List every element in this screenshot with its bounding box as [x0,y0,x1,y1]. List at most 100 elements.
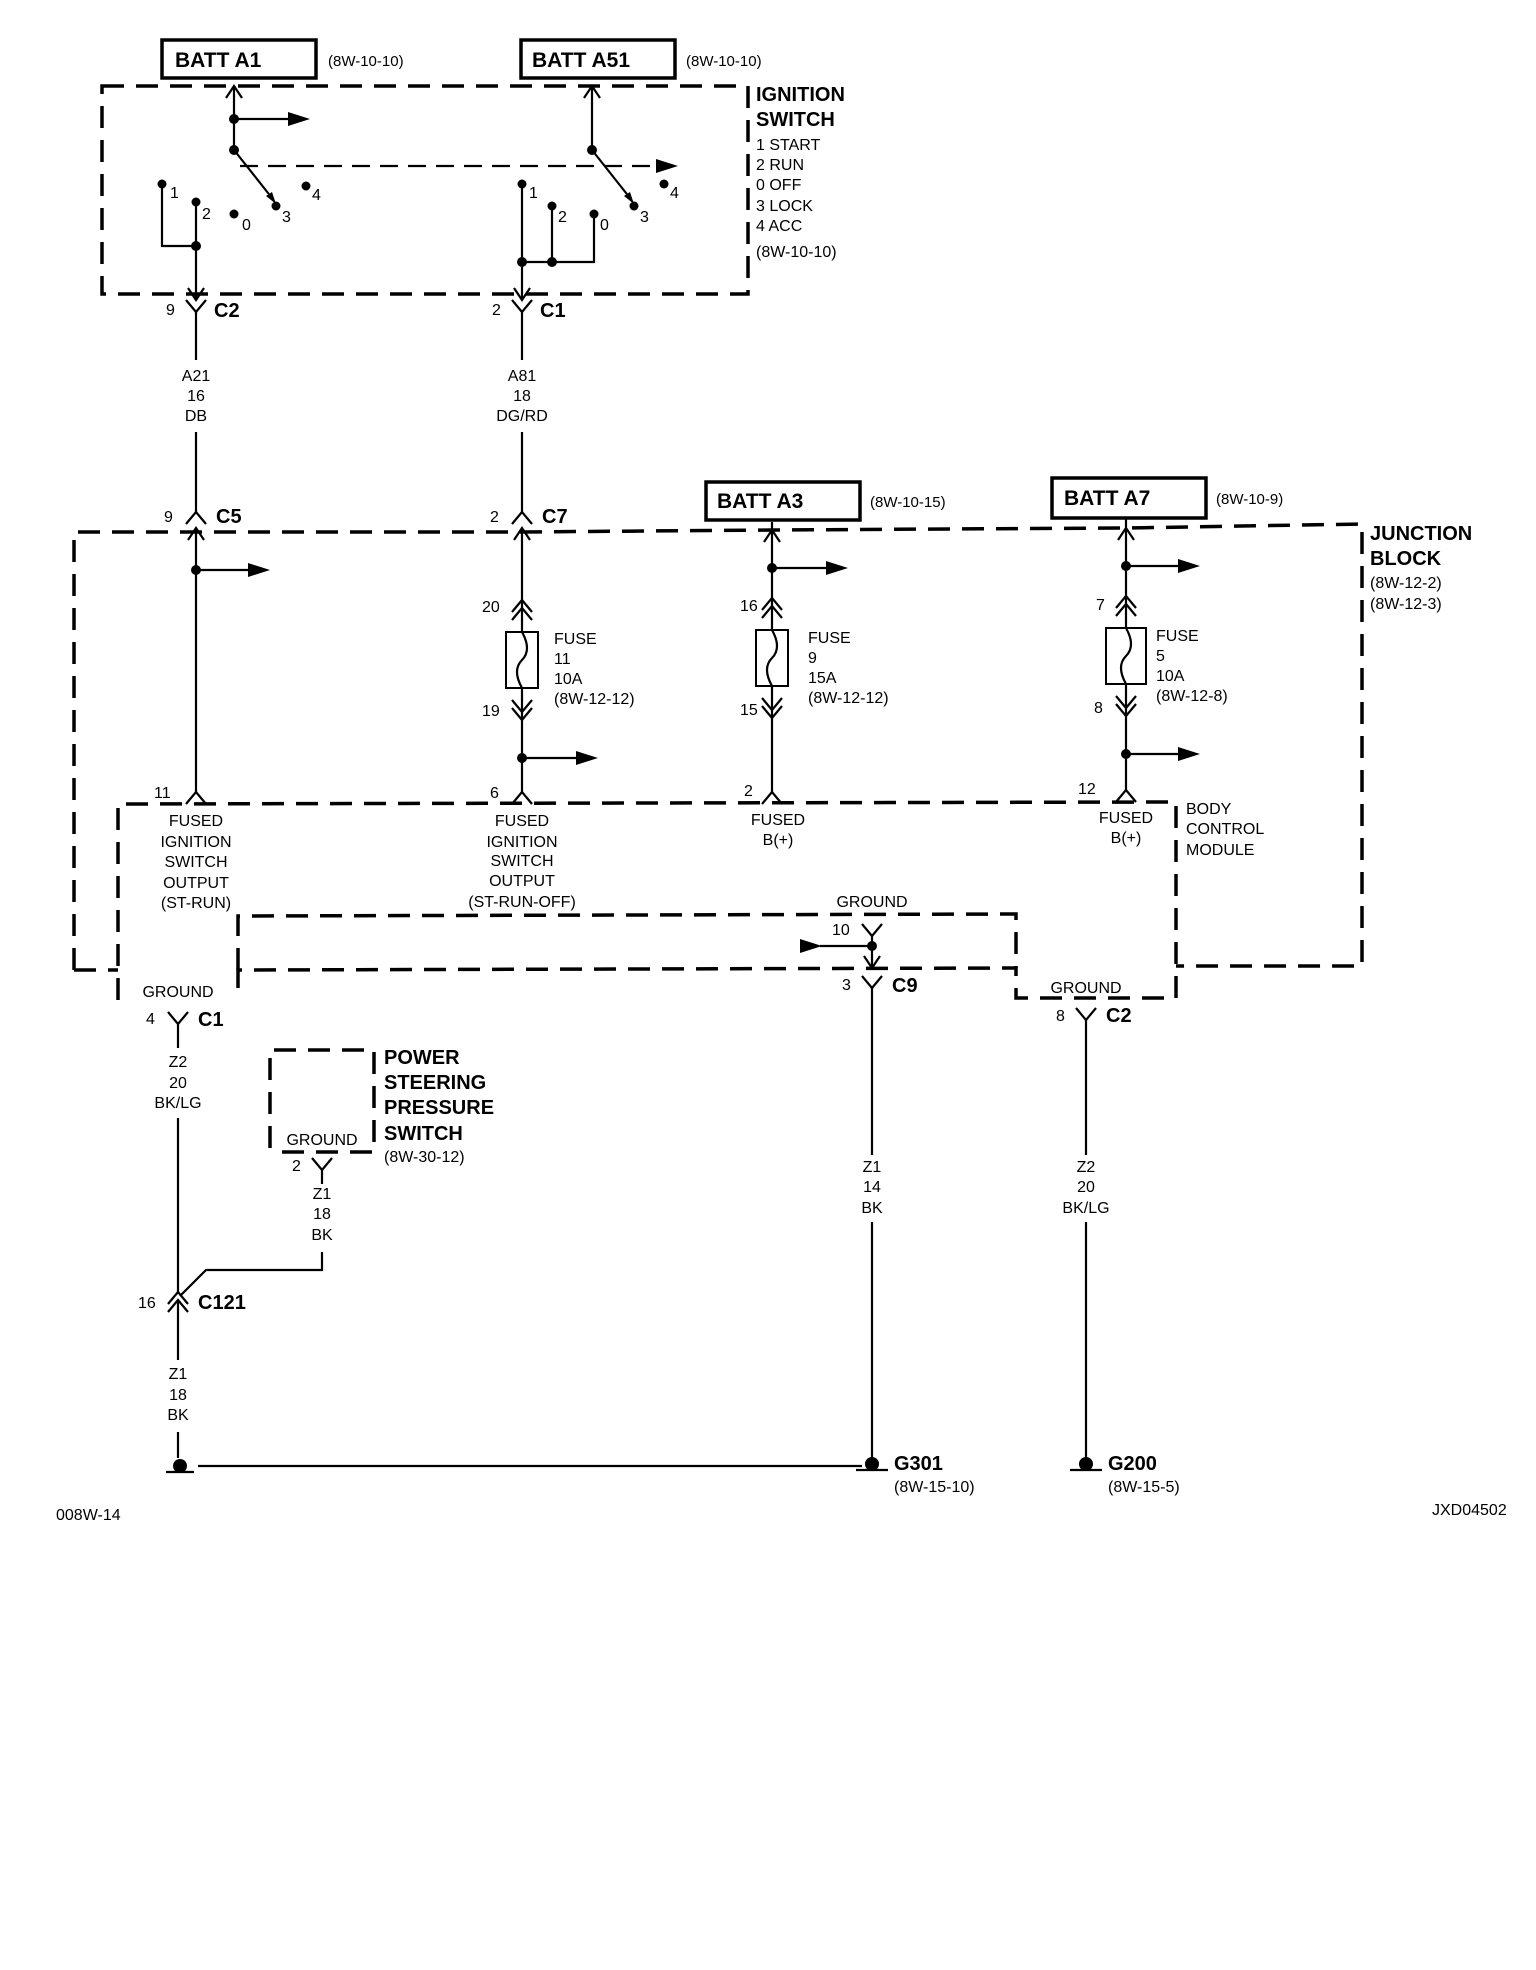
bcm-title-2: CONTROL [1186,821,1264,838]
junction-block: JUNCTION BLOCK (8W-12-2) (8W-12-3) [72,522,1472,972]
splice-arrow-icon [800,939,822,953]
connector-c7: 2 C7 [490,506,568,541]
contact-label: 4 [312,187,321,204]
wire-z2-left: Z2 20 BK/LG [154,1054,202,1292]
batt-a3-ref: (8W-10-15) [870,494,946,511]
connector-pin: 9 [164,509,173,526]
bcm-pin: 2 [744,783,753,800]
batt-a3-label: BATT A3 [717,490,803,513]
ground-label: GROUND [1050,980,1121,997]
ground-icon [173,1459,187,1473]
bcm-input-fused-b-plus-1: 2 FUSED B(+) [744,783,805,849]
connector-pin: 2 [490,509,499,526]
connector-c2-top: 9 C2 [166,287,240,360]
connector-pin: 8 [1056,1008,1065,1025]
junction-block-ref-1: (8W-12-2) [1370,575,1442,592]
diagram-page-code: 008W-14 [56,1507,121,1524]
fuse-number: 11 [554,651,571,668]
body-control-module: BODY CONTROL MODULE 11 FUSED IGNITION SW… [116,781,1264,1000]
fuse-pin-in: 16 [740,598,758,615]
wire-gauge: 18 [513,388,531,405]
wire-color: BK/LG [154,1095,201,1112]
power-steering-pressure-switch: POWER STEERING PRESSURE SWITCH (8W-30-12… [268,1047,494,1184]
bcm-outline [116,800,1178,1000]
bcm-input-text: FUSED [495,813,549,830]
wire-z1-c121: Z1 18 BK [167,1366,189,1458]
wire-gauge: 20 [1077,1179,1095,1196]
ps-switch-title-1: POWER [384,1047,460,1069]
ps-switch-title-3: PRESSURE [384,1097,494,1119]
connector-pin: 3 [842,977,851,994]
wire-gauge: 18 [169,1387,187,1404]
bcm-input-st-run-off: 6 FUSED IGNITION SWITCH OUTPUT (ST-RUN-O… [468,785,576,911]
ignition-switch-left-pole: 1 2 0 3 4 [157,84,678,300]
contact-label: 1 [529,185,538,202]
contact-label: 3 [640,209,649,226]
ps-switch-title-2: STEERING [384,1072,486,1094]
batt-a1-box [160,38,318,80]
ground-pin: 10 [832,922,850,939]
connector-pin: 9 [166,302,175,319]
fuse-9: FUSE 9 15A (8W-12-12) [755,629,889,707]
ground-point-ref: (8W-15-5) [1108,1479,1180,1496]
ignition-switch-outline [100,84,750,296]
wire-gauge: 16 [187,388,205,405]
fuse-rating: 10A [1156,668,1185,685]
wire-color: DG/RD [496,408,548,425]
bcm-ground-c1: GROUND 4 C1 [142,984,224,1048]
connector-name: C121 [198,1292,246,1314]
batt-a7-label: BATT A7 [1064,487,1150,510]
connector-c5: 9 C5 [164,506,242,541]
fuse-number: 9 [808,650,817,667]
wire-circuit: A81 [508,368,537,385]
wire-circuit: Z1 [863,1159,882,1176]
ps-switch-title-4: SWITCH [384,1123,463,1145]
diagram-image-code: JXD04502 [1432,1502,1507,1519]
connector-name: C7 [542,506,568,528]
connector-name: C1 [540,300,566,322]
wire-circuit: Z1 [313,1186,332,1203]
bcm-title-3: MODULE [1186,842,1254,859]
wire-circuit: Z2 [1077,1159,1096,1176]
fuse-pin-in: 20 [482,599,500,616]
fuse-label: FUSE [1156,628,1199,645]
ground-icon [865,1457,879,1471]
wire-color: BK [311,1227,333,1244]
bcm-input-text: IGNITION [160,834,231,851]
batt-a7-box [1050,476,1208,520]
batt-a51-label: BATT A51 [532,49,630,72]
fuse-rating: 15A [808,670,837,687]
bcm-input-text: OUTPUT [163,875,229,892]
mechanical-link-arrow-icon [656,159,678,173]
connector-name: C5 [216,506,242,528]
wire-color: BK [861,1200,883,1217]
bcm-input-st-run: 11 FUSED IGNITION SWITCH OUTPUT (ST-RUN) [154,785,232,912]
bcm-ground-c2: GROUND 8 C2 [1050,980,1132,1155]
ignition-switch: IGNITION SWITCH 1 START 2 RUN 0 OFF 3 LO… [100,84,845,300]
splice-arrow-icon [1178,559,1200,573]
junction-block-title-2: BLOCK [1370,548,1442,570]
wire-a81: A81 18 DG/RD [496,368,548,514]
junction-block-title-1: JUNCTION [1370,523,1472,545]
bcm-input-text: FUSED [169,813,223,830]
ground-point-name: G301 [894,1453,943,1475]
ground-point-g200: G200 (8W-15-5) [1070,1453,1180,1496]
ignition-position-run: 2 RUN [756,157,804,174]
wire-gauge: 18 [313,1206,331,1223]
fuse-11: FUSE 11 10A (8W-12-12) [505,631,635,708]
wire-circuit: A21 [182,368,211,385]
bcm-input-text: OUTPUT [489,873,555,890]
wire-z2-g200: Z2 20 BK/LG [1062,1159,1110,1458]
fuse-pin-out: 15 [740,702,758,719]
wire-gauge: 14 [863,1179,881,1196]
bcm-input-fused-b-plus-2: 12 FUSED B(+) [1078,781,1153,847]
fuse-pin-out: 8 [1094,700,1103,717]
ps-switch-ref: (8W-30-12) [384,1149,465,1166]
batt-a3-box [704,480,862,522]
bcm-input-text: SWITCH [490,853,553,870]
fuse-number: 5 [1156,648,1165,665]
junction-block-ref-2: (8W-12-3) [1370,596,1442,613]
circuit-column-batt-a7: 7 FUSE 5 10A (8W-12-8) 8 [1094,518,1228,803]
fuse-ref: (8W-12-8) [1156,688,1228,705]
